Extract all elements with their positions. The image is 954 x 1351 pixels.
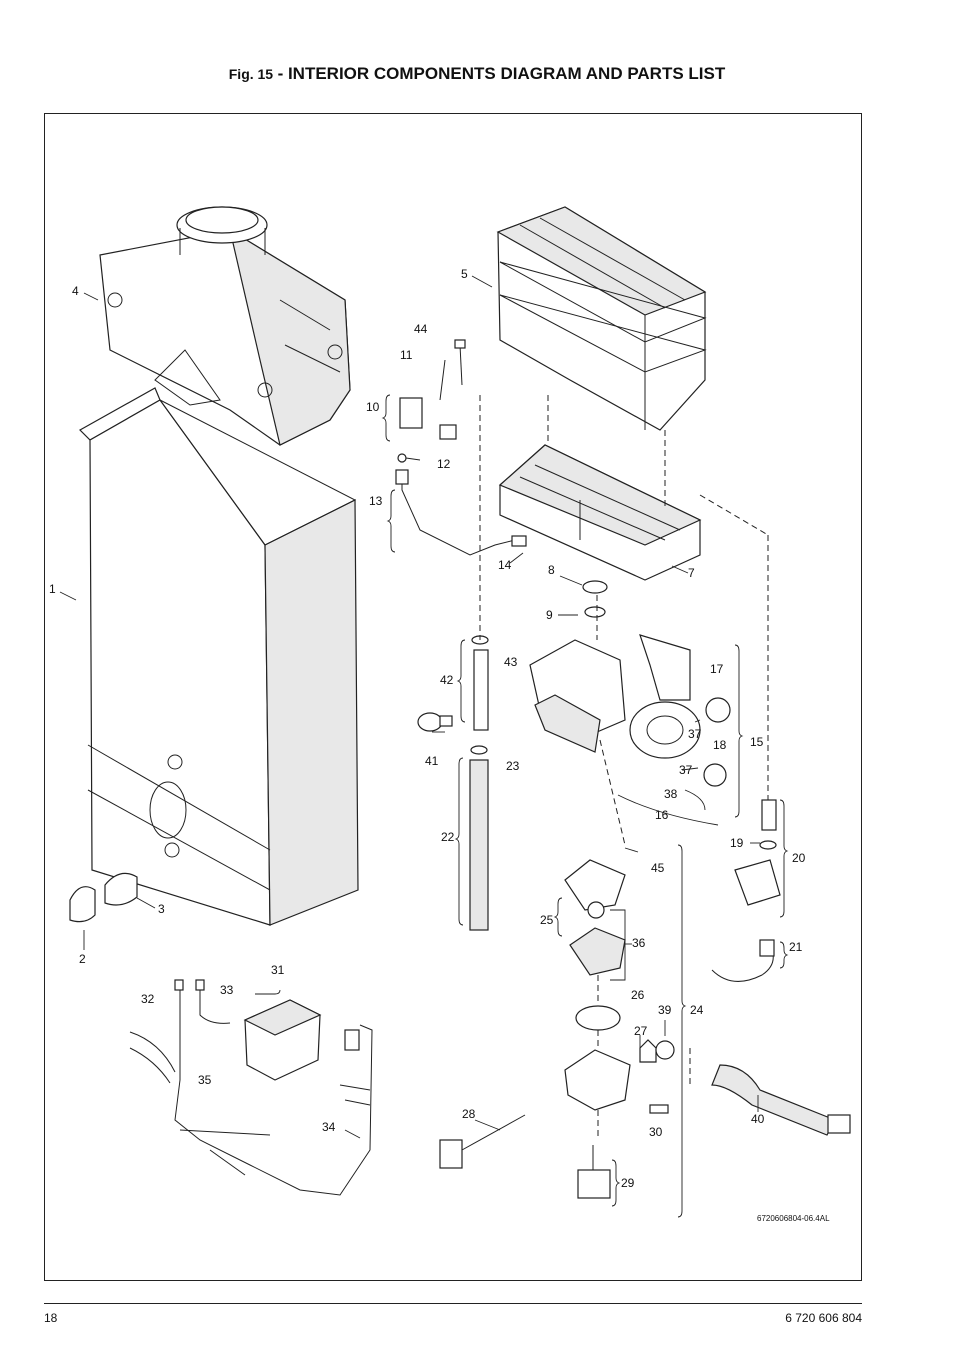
document-number: 6 720 606 804 [785,1311,862,1325]
callout-23: 23 [506,759,520,773]
callout-1: 1 [49,582,56,596]
front-casing [79,387,359,926]
callout-14: 14 [498,558,512,572]
figure-number: Fig. 15 [228,66,274,82]
callout-32: 32 [141,992,155,1006]
diagram-frame [44,113,862,1281]
callout-20: 20 [792,851,806,865]
seal-8 [582,580,608,594]
callout-43: 43 [504,655,518,669]
callout-36: 36 [632,936,646,950]
callout-39: 39 [658,1003,672,1017]
callout-25: 25 [540,913,554,927]
control-unit-and-wiring [129,979,373,1196]
callout-35: 35 [198,1073,212,1087]
knob-assembly [69,872,138,923]
callout-10: 10 [366,400,380,414]
callout-13: 13 [369,494,383,508]
figure-title: - INTERIOR COMPONENTS DIAGRAM AND PARTS … [277,64,726,83]
pilot-gas-pipe [395,453,527,556]
gas-valve-block [529,634,731,787]
callout-16: 16 [655,808,669,822]
callout-37a: 37 [688,727,702,741]
drawing-code: 6720606804-06.4AL [757,1214,830,1223]
leader-lines [59,275,760,1139]
callout-7: 7 [688,566,695,580]
callout-24: 24 [690,1003,704,1017]
callout-37b: 37 [679,763,693,777]
callout-31: 31 [271,963,285,977]
callout-8: 8 [548,563,555,577]
callout-34: 34 [322,1120,336,1134]
callout-45: 45 [651,861,665,875]
electrode-assembly [399,339,466,440]
seal-9 [584,606,606,618]
water-pipe [469,635,489,931]
callout-38: 38 [664,787,678,801]
burner [498,444,702,581]
callout-27: 27 [634,1024,648,1038]
combustion-hood [99,206,351,446]
callout-40: 40 [751,1112,765,1126]
assembly-guide-lines [479,395,769,1140]
callout-30: 30 [649,1125,663,1139]
callout-42: 42 [440,673,454,687]
callout-28: 28 [462,1107,476,1121]
callout-29: 29 [621,1176,635,1190]
flow-sensor-and-pipes [711,799,851,1136]
callout-3: 3 [158,902,165,916]
callout-41: 41 [425,754,439,768]
heat-exchanger [496,206,707,431]
callout-44: 44 [414,322,428,336]
callout-26: 26 [631,988,645,1002]
callout-5: 5 [461,267,468,281]
callout-numbers: 1 2 3 4 5 7 8 9 10 11 12 13 14 15 16 17 … [49,267,830,1223]
callout-12: 12 [437,457,451,471]
callout-18: 18 [713,738,727,752]
grouping-brackets [255,394,789,1218]
callout-33: 33 [220,983,234,997]
callout-4: 4 [72,284,79,298]
footer-divider [44,1303,862,1304]
callout-19: 19 [730,836,744,850]
callout-22: 22 [441,830,455,844]
callout-21: 21 [789,940,803,954]
pressure-switch [417,712,453,732]
callout-9: 9 [546,608,553,622]
callout-17: 17 [710,662,724,676]
page-number: 18 [44,1311,58,1325]
callout-11: 11 [400,348,413,362]
page-title: Fig. 15 - INTERIOR COMPONENTS DIAGRAM AN… [0,64,954,84]
callout-2: 2 [79,952,86,966]
callout-15: 15 [750,735,764,749]
water-valve-assembly [439,859,675,1199]
